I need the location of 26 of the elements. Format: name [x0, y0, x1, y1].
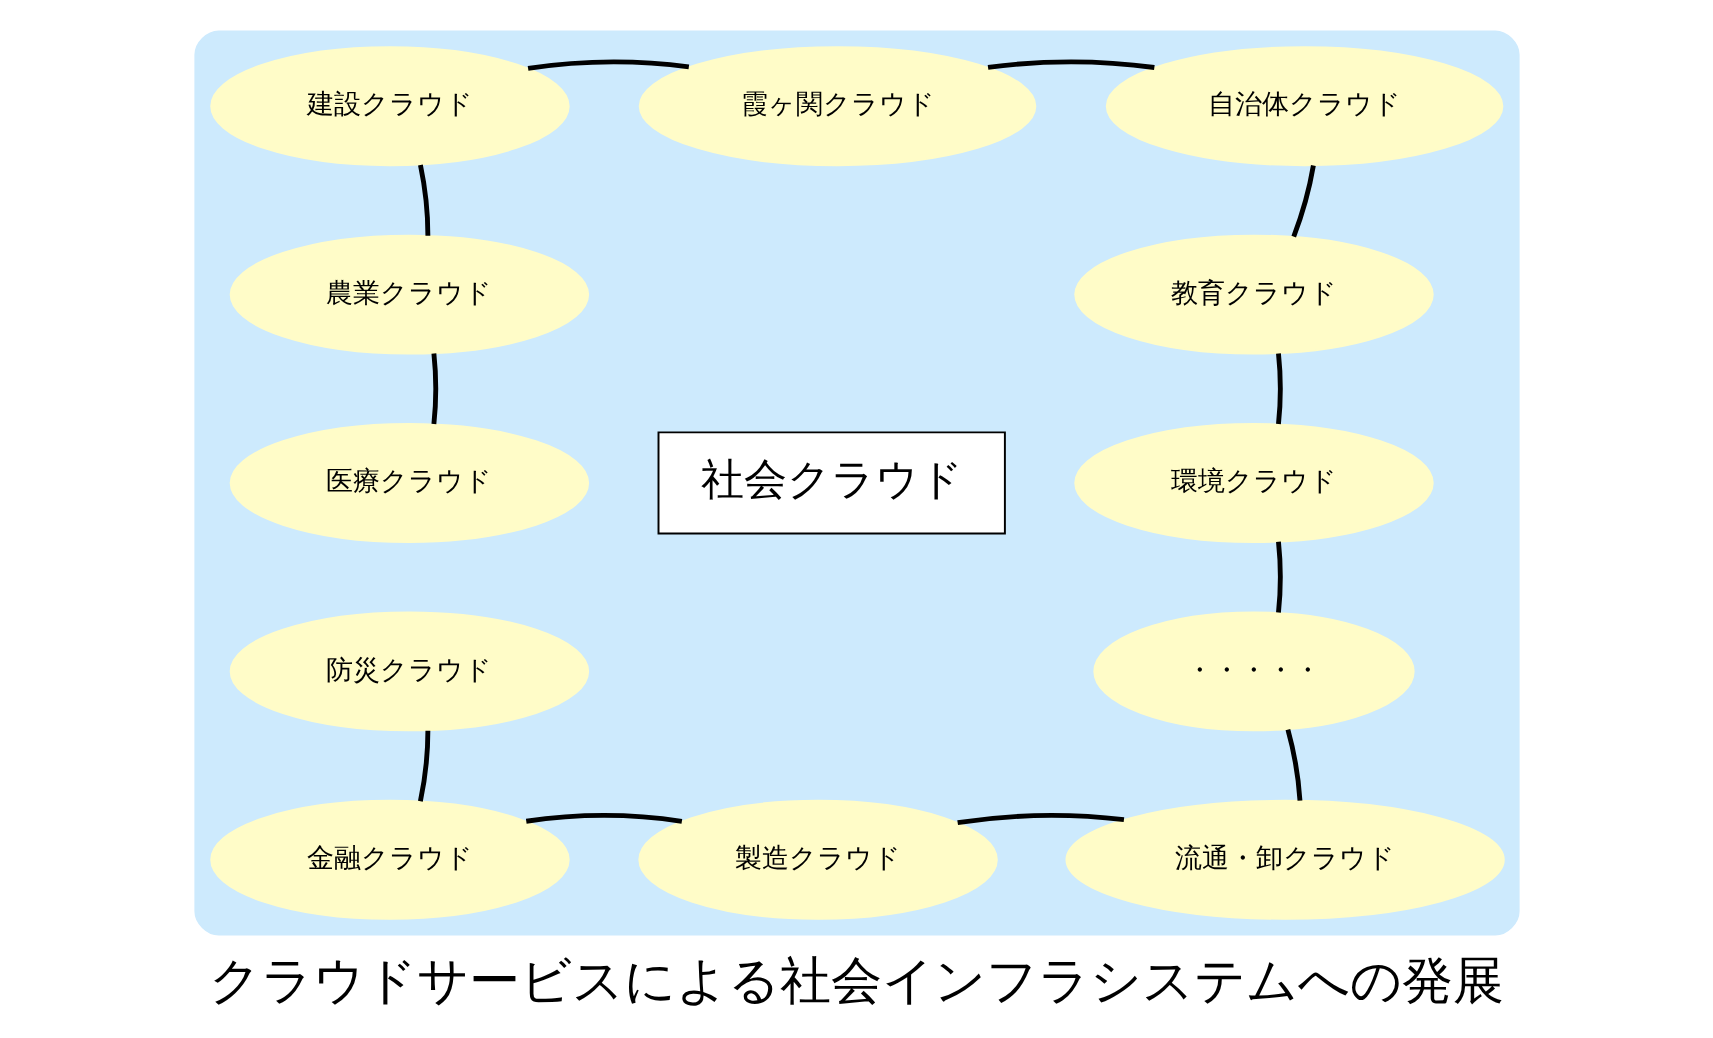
connector: [1290, 165, 1316, 238]
connector: [987, 59, 1155, 70]
node-ellipse: 流通・卸クラウド: [1065, 799, 1505, 920]
connector: [417, 730, 430, 802]
node-ellipse: 自治体クラウド: [1105, 46, 1503, 167]
cluster: [193, 30, 1520, 936]
node-ellipse: 防災クラウド: [229, 611, 589, 732]
connector: [527, 59, 689, 71]
node-ellipse: 金融クラウド: [209, 799, 570, 920]
connector: [417, 164, 430, 236]
node-ellipse: ・・・・・: [1092, 611, 1415, 732]
node-ellipse: 環境クラウド: [1073, 423, 1434, 543]
connector: [430, 353, 438, 425]
node-ellipse: 教育クラウド: [1073, 234, 1434, 355]
connector: [1275, 353, 1283, 425]
connector: [525, 813, 682, 824]
node-ellipse: 霞ヶ関クラウド: [638, 46, 1036, 167]
caption: クラウドサービスによる社会インフラシステムへの発展: [209, 951, 1504, 1011]
connector: [1275, 541, 1283, 613]
node-ellipse: 建設クラウド: [209, 46, 570, 167]
node-box: 社会クラウド: [657, 431, 1006, 535]
node-ellipse: 製造クラウド: [637, 799, 998, 920]
node-ellipse: 農業クラウド: [229, 234, 589, 355]
connector: [956, 813, 1124, 825]
connector: [1285, 729, 1302, 801]
node-ellipse: 医療クラウド: [229, 423, 589, 543]
